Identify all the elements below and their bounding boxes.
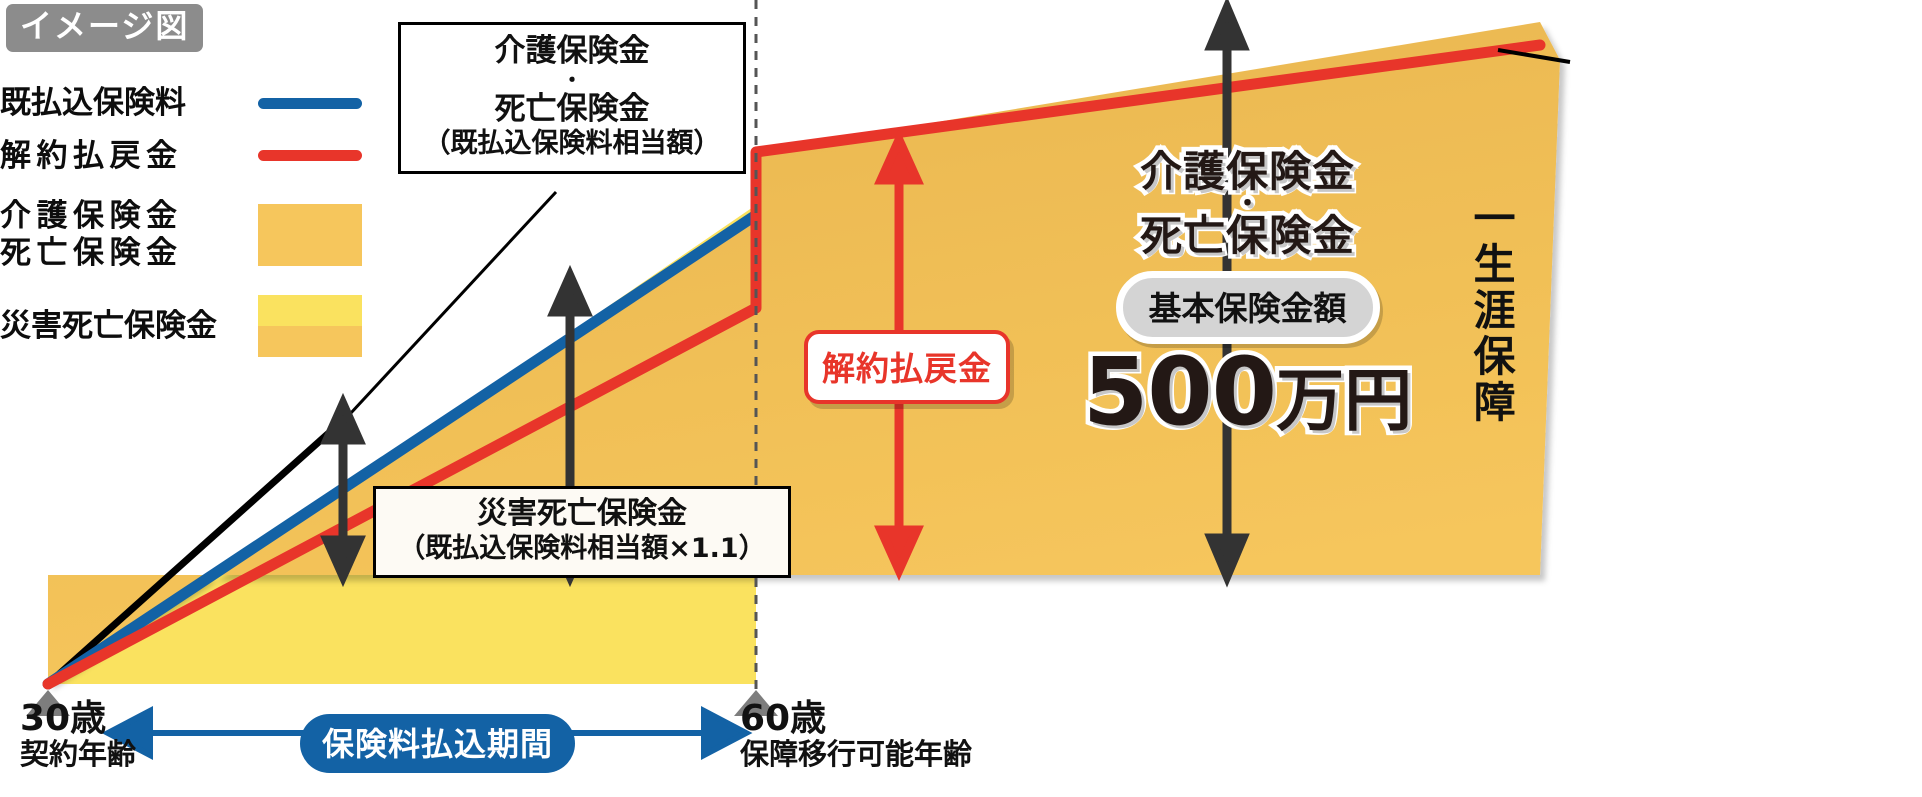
legend-swatch-care-death-benefit-box: [258, 203, 362, 266]
legend-item-care-death-benefit: 介護保険金 死亡保険金: [0, 198, 420, 271]
callout-care-benefit-line1: 介護保険金: [494, 33, 650, 69]
basic-benefit-amount-unit: 万円: [1272, 361, 1417, 441]
right-care-benefit-label: 介護保険金: [1135, 145, 1358, 198]
callout-separator-dot: ・: [561, 67, 583, 92]
legend-label-care-death-benefit: 介護保険金 死亡保険金: [0, 198, 258, 271]
callout-disaster-benefit-title: 災害死亡保険金: [477, 496, 687, 531]
chart-legend: 既払込保険料 解約払戻金 介護保険金 死亡保険金 災害死亡保険金: [0, 85, 420, 373]
basic-benefit-amount: 500万円: [1075, 341, 1420, 444]
callout-care-death-benefit-note: （既払込保険料相当額）: [423, 128, 721, 160]
basic-benefit-amount-label: 基本保険金額: [1115, 270, 1380, 344]
callout-disaster-benefit-note: （既払込保険料相当額×1.1）: [398, 532, 766, 564]
disaster-upper-boundary: [45, 411, 353, 687]
callout-death-benefit-line2: 死亡保険金: [494, 90, 650, 127]
legend-swatch-disaster-death-benefit-box: [258, 295, 362, 358]
right-separator-dot: ・: [1230, 186, 1265, 220]
callout-care-death-benefit: 介護保険金 ・ 死亡保険金 （既払込保険料相当額）: [398, 22, 746, 175]
legend-swatch-disaster-bottom: [258, 326, 362, 358]
age-60-value: 60歳: [740, 698, 827, 739]
basic-benefit-amount-number: 500: [1078, 337, 1281, 447]
axis-label-age-60: 60歳 保障移行可能年齢: [740, 698, 973, 771]
basic-benefit-block: 介護保険金 ・ 死亡保険金 基本保険金額 500万円: [1075, 145, 1420, 444]
legend-item-disaster-death-benefit: 災害死亡保険金: [0, 295, 420, 358]
right-edge-tail: [1497, 48, 1571, 64]
legend-item-surrender-value: 解約払戻金: [0, 138, 420, 175]
legend-label-death-benefit-line2: 死亡保険金: [0, 234, 183, 271]
legend-label-surrender-value: 解約払戻金: [0, 137, 183, 174]
age-30-description: 契約年齢: [20, 736, 137, 771]
surrender-value-callout-pill: 解約払戻金: [804, 330, 1010, 404]
lifetime-coverage-label: 一生涯保障: [1467, 196, 1516, 426]
legend-label-disaster-death-benefit: 災害死亡保険金: [0, 308, 217, 345]
legend-label-paid-premium: 既払込保険料: [0, 85, 186, 121]
legend-label-care-benefit-line1: 介護保険金: [0, 198, 183, 235]
age-30-value: 30歳: [20, 698, 107, 739]
image-type-badge: イメージ図: [6, 4, 204, 52]
callout-disaster-death-benefit: 災害死亡保険金 （既払込保険料相当額×1.1）: [373, 486, 791, 578]
legend-swatch-paid-premium-line: [258, 97, 362, 109]
legend-swatch-surrender-value-line: [258, 150, 362, 162]
age-60-description: 保障移行可能年齢: [740, 736, 973, 771]
legend-item-paid-premium: 既払込保険料: [0, 85, 420, 122]
right-death-benefit-label: 死亡保険金: [1135, 209, 1358, 262]
axis-label-age-30: 30歳 契約年齢: [20, 698, 137, 771]
benefit-span-arrow-1: [320, 392, 366, 588]
legend-swatch-disaster-top: [258, 295, 362, 327]
payment-period-pill: 保険料払込期間: [300, 714, 576, 773]
